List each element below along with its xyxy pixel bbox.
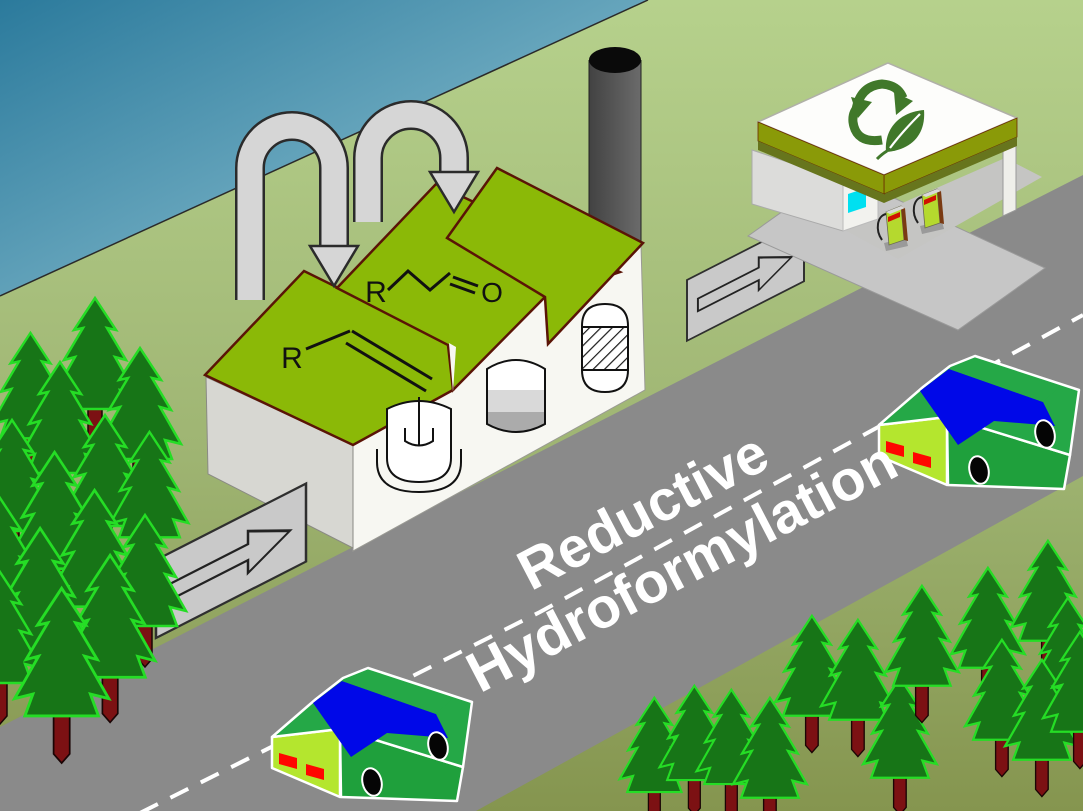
station-window xyxy=(848,188,866,213)
chemical-plant: R R O xyxy=(202,47,646,552)
u-turn-arrow-icon xyxy=(235,111,361,300)
aldehyde-structure: R O xyxy=(365,268,503,309)
aldehyde-r-label: R xyxy=(365,276,387,309)
station-pillar xyxy=(1002,140,1017,217)
leaf-icon xyxy=(875,110,925,161)
canopy-band-shadow xyxy=(884,137,1017,203)
fuel-station xyxy=(746,62,1046,331)
alkene-structure: R xyxy=(281,329,433,393)
storage-tank-icon xyxy=(486,359,546,433)
chimney xyxy=(588,47,642,271)
canopy-band-shadow xyxy=(758,141,884,203)
stirred-tank-reactor-icon xyxy=(376,397,462,494)
roof-notch xyxy=(449,343,456,392)
alkene-r-label: R xyxy=(281,342,303,375)
sawtooth-roof-3 xyxy=(445,166,646,347)
recycle-arrows-icon xyxy=(848,79,913,146)
u-turn-arrow-icon xyxy=(353,100,481,222)
road xyxy=(0,175,1083,811)
packed-column-icon xyxy=(581,302,629,394)
aldehyde-o-label: O xyxy=(481,277,503,308)
